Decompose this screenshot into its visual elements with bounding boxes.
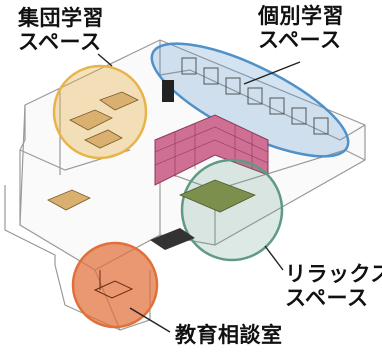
individual-study-label-line2: スペース xyxy=(258,28,342,52)
monitor xyxy=(162,80,174,102)
group-study-label: 集団学習 スペース xyxy=(18,6,104,54)
group-study-label-line2: スペース xyxy=(18,30,102,54)
counseling-label: 教育相談室 xyxy=(175,323,283,347)
group-study-tables xyxy=(47,91,139,211)
counseling-zone xyxy=(71,241,159,329)
relax-label: リラックス スペース xyxy=(285,262,382,310)
study-booths xyxy=(181,57,329,135)
relax-zone xyxy=(180,158,284,262)
leader-lines xyxy=(97,53,301,333)
individual-study-label: 個別学習 スペース xyxy=(258,4,344,52)
group-study-label-line1: 集団学習 xyxy=(18,6,104,30)
low-shelf xyxy=(150,228,195,250)
counseling-furniture xyxy=(93,270,134,299)
individual-study-label-line1: 個別学習 xyxy=(258,4,344,28)
rug xyxy=(178,179,257,213)
relax-label-line2: スペース xyxy=(285,286,369,310)
relax-label-line1: リラックス xyxy=(285,262,382,286)
